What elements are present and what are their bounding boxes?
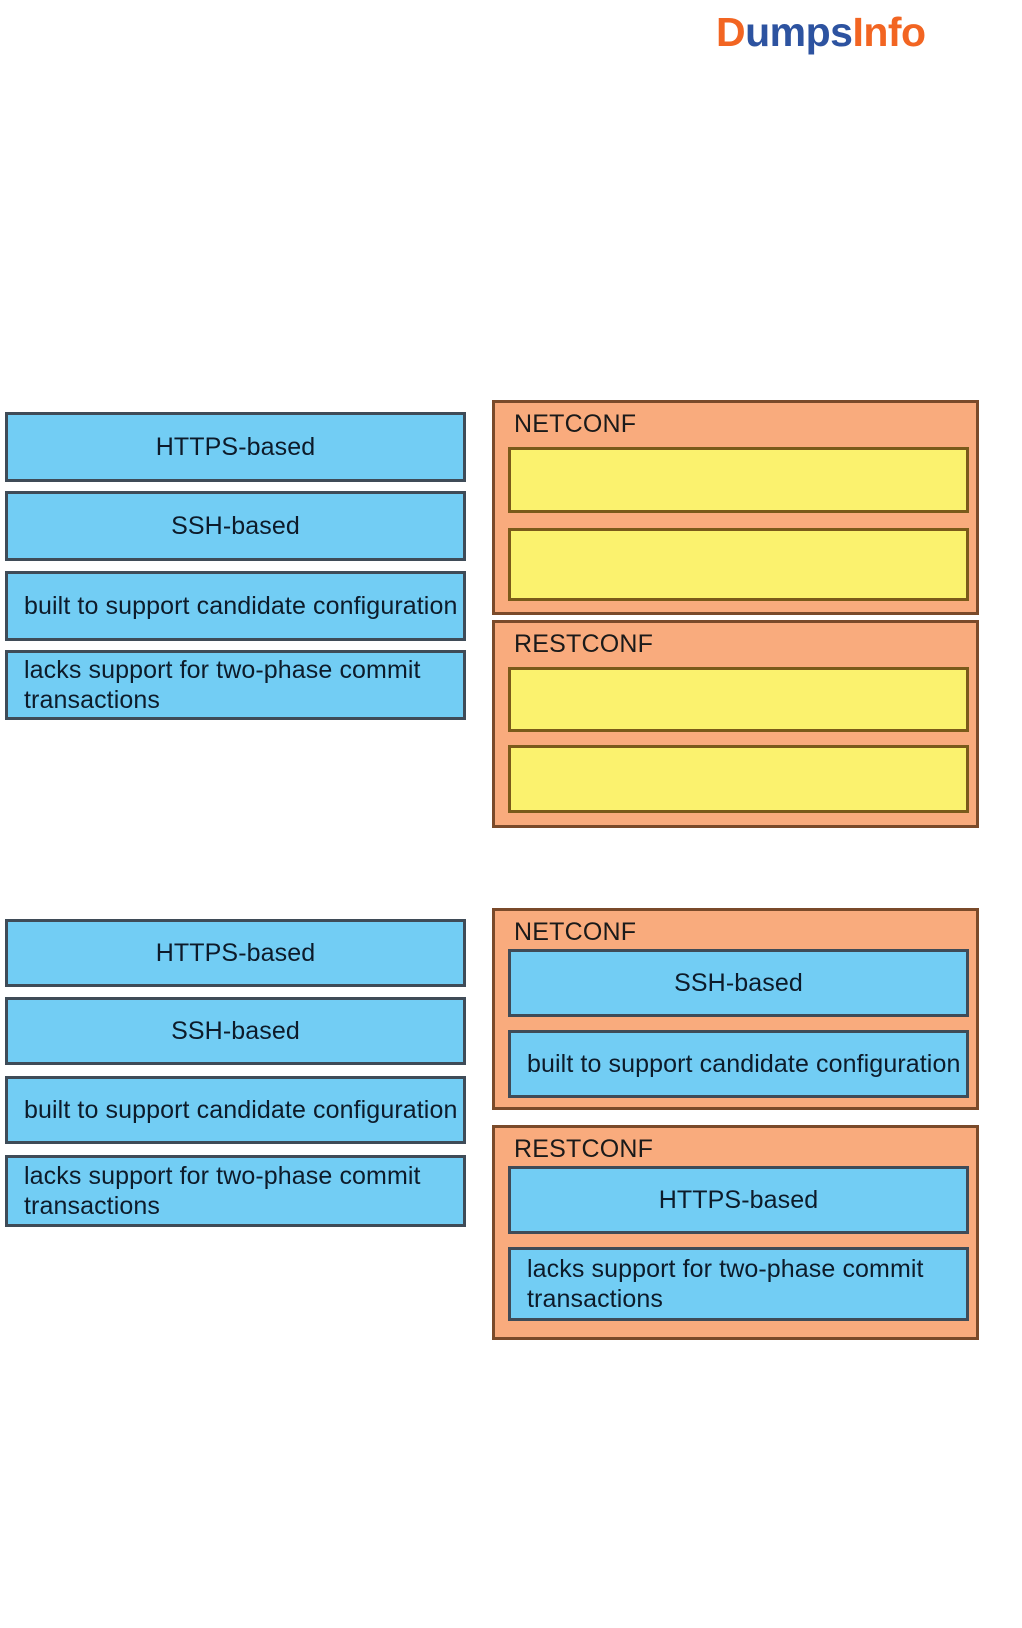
target-group-restconf-q[interactable]: RESTCONF: [492, 620, 979, 828]
source-chip-https-based-q[interactable]: HTTPS-based: [5, 412, 466, 482]
source-chip-https-based-a[interactable]: HTTPS-based: [5, 919, 466, 987]
target-group-netconf-a[interactable]: NETCONF SSH-based built to support candi…: [492, 908, 979, 1110]
drop-slot-empty[interactable]: [508, 667, 969, 732]
drop-slot-filled-https-based[interactable]: HTTPS-based: [508, 1166, 969, 1234]
drop-slot-label: lacks support for two-phase commit trans…: [527, 1255, 924, 1313]
drop-slot-label: built to support candidate configuration: [527, 1050, 961, 1078]
source-chip-label: SSH-based: [171, 512, 300, 540]
drop-slot-empty[interactable]: [508, 745, 969, 813]
source-chip-two-phase-commit-a[interactable]: lacks support for two-phase commit trans…: [5, 1155, 466, 1227]
target-group-title: NETCONF: [514, 918, 637, 946]
source-chip-label: lacks support for two-phase commit trans…: [24, 1162, 421, 1220]
source-chip-label: HTTPS-based: [155, 433, 316, 461]
source-chip-label: HTTPS-based: [155, 939, 316, 967]
logo-text-blue: umps: [745, 9, 853, 55]
dumpsinfo-logo: DumpsInfo: [716, 9, 926, 55]
source-chip-ssh-based-a[interactable]: SSH-based: [5, 997, 466, 1065]
source-chip-ssh-based-q[interactable]: SSH-based: [5, 491, 466, 561]
target-group-netconf-q[interactable]: NETCONF: [492, 400, 979, 615]
drop-slot-empty[interactable]: [508, 528, 969, 601]
source-chip-two-phase-commit-q[interactable]: lacks support for two-phase commit trans…: [5, 650, 466, 720]
drop-slot-filled-ssh-based[interactable]: SSH-based: [508, 949, 969, 1017]
source-chip-label: lacks support for two-phase commit trans…: [24, 656, 421, 714]
drop-slot-empty[interactable]: [508, 447, 969, 513]
source-chip-label: SSH-based: [171, 1017, 300, 1045]
logo-d-icon: D: [716, 9, 746, 55]
target-group-restconf-a[interactable]: RESTCONF HTTPS-based lacks support for t…: [492, 1125, 979, 1340]
drop-slot-label: HTTPS-based: [658, 1186, 819, 1214]
drop-slot-label: SSH-based: [674, 969, 803, 997]
drop-slot-filled-two-phase-commit[interactable]: lacks support for two-phase commit trans…: [508, 1247, 969, 1321]
target-group-title: RESTCONF: [514, 630, 654, 658]
drop-slot-filled-candidate-config[interactable]: built to support candidate configuration: [508, 1030, 969, 1098]
logo-text-orange: Info: [852, 9, 926, 55]
source-chip-label: built to support candidate configuration: [24, 592, 458, 620]
source-chip-label: built to support candidate configuration: [24, 1096, 458, 1124]
source-chip-candidate-config-q[interactable]: built to support candidate configuration: [5, 571, 466, 641]
target-group-title: RESTCONF: [514, 1135, 654, 1163]
source-chip-candidate-config-a[interactable]: built to support candidate configuration: [5, 1076, 466, 1144]
target-group-title: NETCONF: [514, 410, 637, 438]
